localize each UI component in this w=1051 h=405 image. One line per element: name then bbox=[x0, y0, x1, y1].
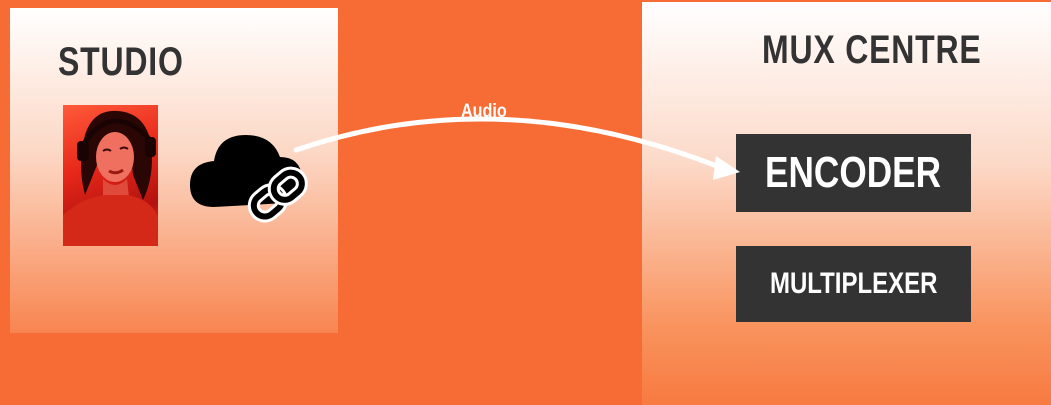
cloud-link-icon bbox=[190, 135, 308, 223]
mux-centre-title: MUX CENTRE bbox=[762, 28, 982, 72]
studio-title: STUDIO bbox=[58, 40, 184, 84]
audio-label: Audio bbox=[461, 101, 507, 122]
multiplexer-label: MULTIPLEXER bbox=[769, 267, 938, 300]
encoder-label: ENCODER bbox=[765, 148, 942, 197]
mux-centre-panel: MUX CENTRE ENCODER MULTIPLEXER bbox=[642, 2, 1051, 405]
multiplexer-box: MULTIPLEXER bbox=[736, 246, 971, 322]
person-photo bbox=[63, 105, 158, 246]
encoder-box: ENCODER bbox=[736, 134, 971, 212]
studio-panel: STUDIO bbox=[10, 8, 338, 333]
